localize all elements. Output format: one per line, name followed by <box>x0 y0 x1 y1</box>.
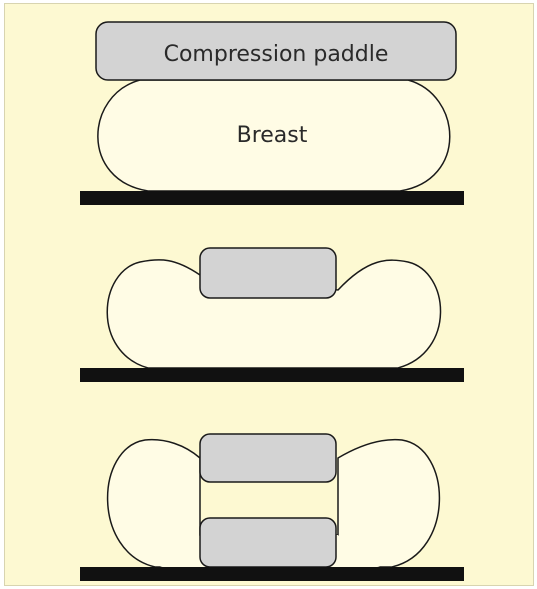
spot-paddle-illustration <box>80 248 464 382</box>
spot-paddle-middle <box>200 248 336 298</box>
full-paddle-illustration: Compression paddle Breast <box>80 22 464 205</box>
breast-label: Breast <box>237 123 308 148</box>
spot-paddle-lower <box>200 518 336 567</box>
double-paddle-illustration <box>80 434 464 581</box>
paddle-label: Compression paddle <box>164 42 389 67</box>
detector-plate-middle <box>80 368 464 382</box>
detector-plate-top <box>80 191 464 205</box>
spot-paddle-upper <box>200 434 336 482</box>
detector-plate-bottom <box>80 567 464 581</box>
